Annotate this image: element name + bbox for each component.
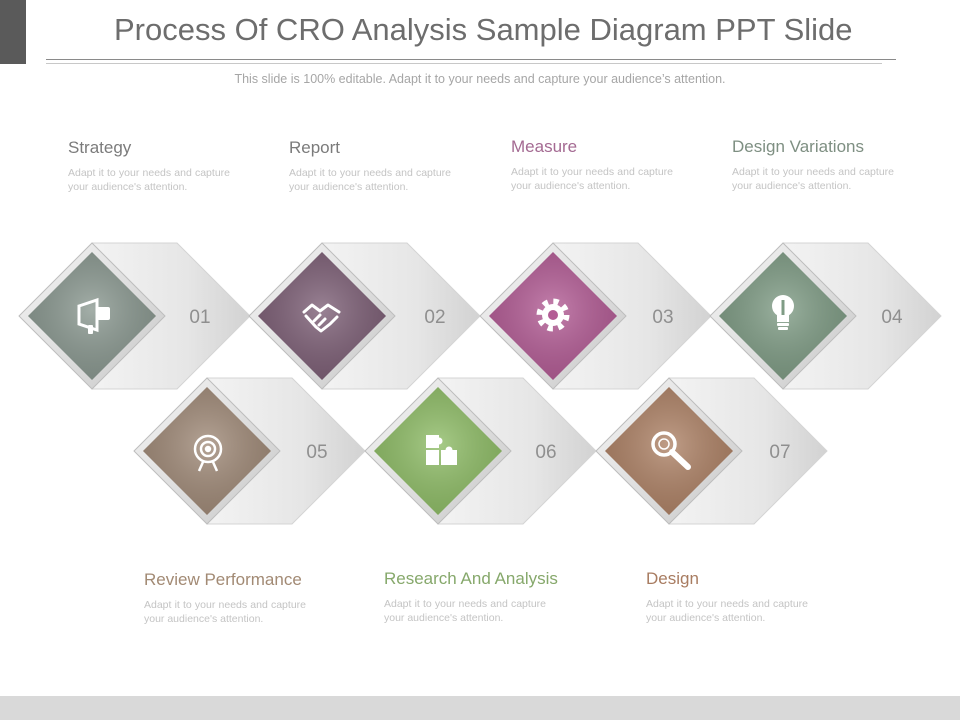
corner-accent-block xyxy=(0,0,26,64)
step-label-review-performance: Review Performance Adapt it to your need… xyxy=(144,570,322,626)
target-icon xyxy=(193,434,223,472)
step-number: 05 xyxy=(306,442,327,463)
process-step-01: 01 xyxy=(18,242,251,390)
step-description: Adapt it to your needs and capture your … xyxy=(144,599,306,625)
magnifier-icon xyxy=(651,431,691,470)
gear-icon xyxy=(536,298,570,332)
step-description: Adapt it to your needs and capture your … xyxy=(646,598,808,624)
puzzle-icon xyxy=(426,435,457,465)
step-label-design: Design Adapt it to your needs and captur… xyxy=(646,569,824,625)
megaphone-icon xyxy=(77,297,110,334)
title-divider xyxy=(46,59,896,60)
step-diamond xyxy=(595,377,743,525)
step-description: Adapt it to your needs and capture your … xyxy=(289,167,451,193)
step-description: Adapt it to your needs and capture your … xyxy=(511,166,673,192)
step-description: Adapt it to your needs and capture your … xyxy=(68,167,230,193)
step-heading: Research And Analysis xyxy=(384,569,558,588)
step-heading: Review Performance xyxy=(144,570,302,589)
process-step-03: 03 xyxy=(479,242,712,390)
step-number: 04 xyxy=(881,307,903,328)
lightbulb-icon xyxy=(772,295,794,330)
process-step-05: 05 xyxy=(133,377,366,525)
step-number: 03 xyxy=(652,307,673,328)
step-heading: Measure xyxy=(511,137,578,156)
step-label-measure: Measure Adapt it to your needs and captu… xyxy=(511,137,689,193)
process-step-06: 06 xyxy=(364,377,597,525)
step-number: 06 xyxy=(535,442,556,463)
handshake-icon xyxy=(302,303,341,333)
step-label-report: Report Adapt it to your needs and captur… xyxy=(289,138,467,194)
step-diamond xyxy=(248,242,396,390)
step-heading: Design Variations xyxy=(732,137,864,156)
step-heading: Strategy xyxy=(68,138,132,157)
slide-title: Process Of CRO Analysis Sample Diagram P… xyxy=(114,12,853,47)
footer-bar xyxy=(0,696,960,720)
step-heading: Design xyxy=(646,569,699,588)
step-number: 01 xyxy=(189,307,210,328)
step-label-research-and-analysis: Research And Analysis Adapt it to your n… xyxy=(384,569,562,625)
step-diamond xyxy=(18,242,166,390)
step-heading: Report xyxy=(289,138,341,157)
step-description: Adapt it to your needs and capture your … xyxy=(732,166,894,192)
step-number: 07 xyxy=(769,442,790,463)
step-number: 02 xyxy=(424,307,445,328)
process-step-04: 04 xyxy=(709,242,942,390)
step-description: Adapt it to your needs and capture your … xyxy=(384,598,546,624)
step-label-design-variations: Design Variations Adapt it to your needs… xyxy=(732,137,910,193)
step-label-strategy: Strategy Adapt it to your needs and capt… xyxy=(68,138,246,194)
process-step-07: 07 xyxy=(595,377,828,525)
title-divider-secondary xyxy=(46,63,882,64)
slide-subtitle: This slide is 100% editable. Adapt it to… xyxy=(234,72,726,86)
process-step-02: 02 xyxy=(248,242,481,390)
